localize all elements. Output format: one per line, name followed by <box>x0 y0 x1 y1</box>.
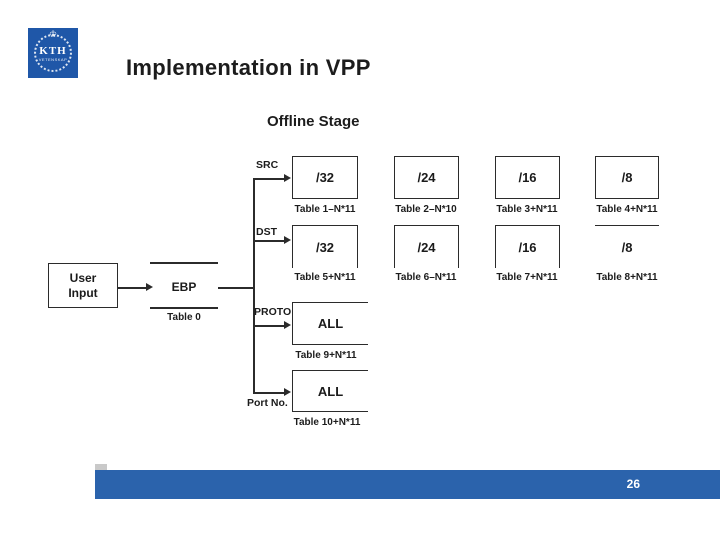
prefix-box-r1c4: /8 <box>595 156 659 199</box>
prefix-box-r1c3: /16 <box>495 156 560 199</box>
table-label-r2c3: Table 7+N*11 <box>496 272 558 283</box>
ebp-top-line <box>150 262 218 264</box>
prefix-box-r1c1: /32 <box>292 156 358 199</box>
arrowhead-icon <box>146 283 153 291</box>
kth-logo-text: KTH <box>39 45 67 57</box>
table-label-r1c3: Table 3+N*11 <box>496 204 558 215</box>
slide-subtitle: Offline Stage <box>267 113 360 130</box>
table-label-r3: Table 9+N*11 <box>295 350 357 361</box>
table-label-r2c4: Table 8+N*11 <box>596 272 658 283</box>
table-label-r1c4: Table 4+N*11 <box>596 204 658 215</box>
kth-logo-subtext: VETENSKAP <box>38 57 68 62</box>
arrowhead-icon <box>284 388 291 396</box>
prefix-box-r2c4: /8 <box>595 225 659 268</box>
footer-bar: 26 <box>95 470 720 499</box>
kth-logo: ♔ KTH VETENSKAP <box>28 28 78 78</box>
all-box-2: ALL <box>292 370 368 412</box>
table-label-r4: Table 10+N*11 <box>293 417 361 428</box>
laurel-ring-icon <box>34 34 72 72</box>
branch-label-port: Port No. <box>247 397 288 409</box>
footer-accent <box>95 464 107 470</box>
branch-label-dst: DST <box>256 226 277 238</box>
arrowhead-icon <box>284 174 291 182</box>
connector-line <box>218 287 254 289</box>
table0-label: Table 0 <box>167 312 201 323</box>
ebp-label: EBP <box>171 280 197 294</box>
branch-label-proto: PROTO <box>254 306 292 318</box>
connector-line <box>253 178 284 180</box>
slide-title: Implementation in VPP <box>126 55 371 80</box>
ebp-bottom-line <box>150 307 218 309</box>
page-number: 26 <box>626 477 640 491</box>
prefix-box-r2c3: /16 <box>495 225 560 268</box>
branch-label-src: SRC <box>256 159 279 171</box>
prefix-box-r1c2: /24 <box>394 156 459 199</box>
table-label-r1c1: Table 1–N*11 <box>294 204 356 215</box>
prefix-box-r2c1: /32 <box>292 225 358 268</box>
arrowhead-icon <box>284 321 291 329</box>
connector-line <box>253 392 284 394</box>
user-input-box: User Input <box>48 263 118 308</box>
prefix-box-r2c2: /24 <box>394 225 459 268</box>
trunk-line <box>253 178 255 392</box>
table-label-r1c2: Table 2–N*10 <box>395 204 457 215</box>
arrowhead-icon <box>284 236 291 244</box>
connector-line <box>253 240 284 242</box>
table-label-r2c1: Table 5+N*11 <box>294 272 356 283</box>
table-label-r2c2: Table 6–N*11 <box>395 272 457 283</box>
connector-line <box>253 325 284 327</box>
all-box-1: ALL <box>292 302 368 345</box>
connector-line <box>118 287 146 289</box>
